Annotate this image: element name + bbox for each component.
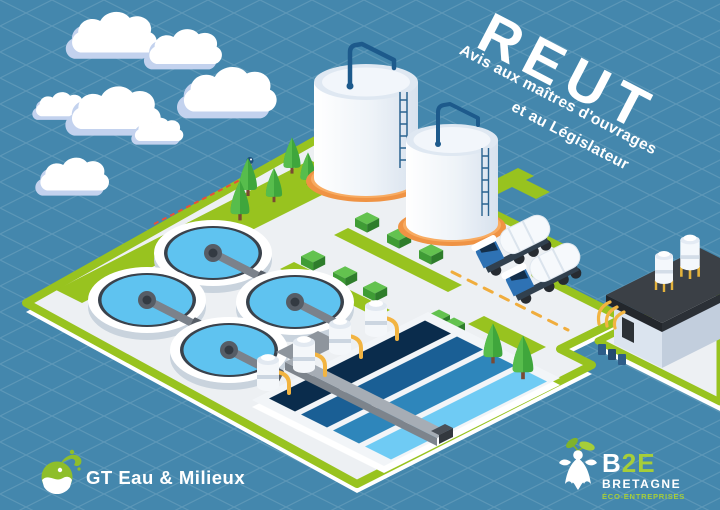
tanker-truck [501, 242, 582, 304]
b2e-region: BRETAGNE [602, 477, 681, 491]
clarifier-basin [154, 220, 272, 293]
road-center-line [450, 270, 570, 332]
building-door [622, 317, 634, 343]
aeration-channel [333, 352, 515, 444]
camera-lens [250, 158, 252, 161]
aeration-channel [365, 368, 547, 460]
gt-eau-milieux-logo: GT Eau & Milieux [41, 449, 245, 495]
ladder-icon [481, 148, 490, 216]
tank-pipe-icon [436, 102, 480, 146]
tanker-truck [471, 214, 552, 276]
yellow-pipes-icon [596, 300, 626, 330]
b2e-brand: B2E [602, 448, 656, 478]
clarifier-basin [88, 267, 206, 340]
gt-label: GT Eau & Milieux [86, 467, 245, 488]
treatment-building [596, 233, 720, 368]
building-wall-side [662, 299, 720, 368]
waste-bins [598, 344, 626, 365]
b2e-logo: B2E BRETAGNE ÉCO-ENTREPRISES [559, 437, 685, 501]
b2e-tagline: ÉCO-ENTREPRISES [602, 492, 685, 501]
aeration-channel [269, 320, 451, 412]
aeration-basins [252, 312, 560, 473]
basin-frame [252, 312, 560, 466]
leaf-icon [579, 441, 595, 451]
ermine-icon [559, 437, 597, 490]
leaf-icon [566, 437, 578, 449]
ladder-icon [399, 92, 408, 168]
aeration-channel [301, 336, 483, 428]
water-drop-icon [41, 449, 82, 495]
clarifiers [88, 220, 354, 390]
tank-pipe-icon [347, 41, 397, 89]
storage-tank-1 [306, 41, 426, 202]
storage-tank-2 [398, 102, 506, 246]
